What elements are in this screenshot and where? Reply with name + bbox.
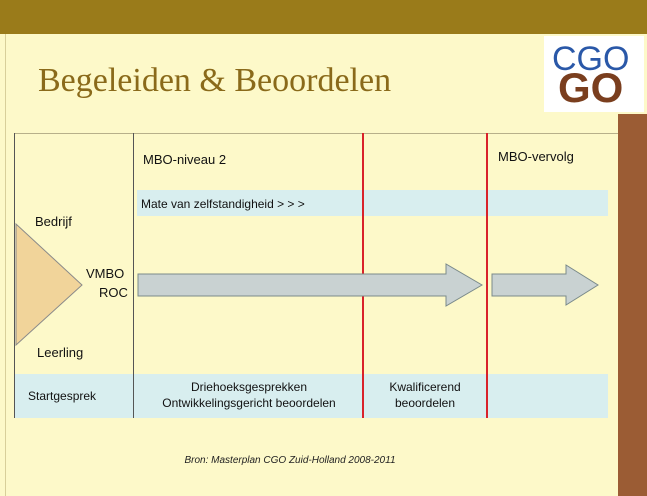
input-triangle [15,222,83,347]
roc-label: ROC [99,285,128,300]
kwalificerend-line-2: beoordelen [394,396,456,410]
source-note: Bron: Masterplan CGO Zuid-Holland 2008-2… [184,455,396,466]
right-side-bar [618,114,647,496]
logo-text: CGO [552,40,629,78]
top-bar [0,0,647,34]
vervolg-arrow [491,264,599,306]
bedrijf-label: Bedrijf [35,214,72,229]
driehoek-label: Driehoeksgesprekken Ontwikkelingsgericht… [136,379,362,411]
vmbo-label: VMBO [86,266,125,281]
startgesprek-label: Startgesprek [28,389,97,403]
driehoek-line-1: Driehoeksgesprekken [190,380,308,394]
left-divider [14,133,15,418]
red-divider-2 [486,133,488,418]
leerling-label: Leerling [37,345,84,360]
column-divider [133,133,134,418]
driehoek-line-2: Ontwikkelingsgericht beoordelen [162,396,336,410]
cgo-logo: CGO GO [544,36,644,112]
kwalificerend-line-1: Kwalificerend [389,380,461,394]
main-arrow [137,263,483,307]
kwalificerend-label: Kwalificerend beoordelen [364,379,486,411]
slide-title: Begeleiden & Beoordelen [38,62,392,99]
left-edge-line [5,34,6,496]
zelfstandigheid-band [137,190,608,216]
logo-overlay-text: GO [558,64,623,111]
cgo-logo-graphic: CGO GO [552,40,629,111]
bottom-band [14,374,608,418]
zelfstandigheid-label: Mate van zelfstandigheid > > > [141,197,305,211]
header-divider [14,133,618,134]
mbo-vervolg-label: MBO-vervolg [498,149,574,164]
mbo-niveau-label: MBO-niveau 2 [143,152,227,167]
